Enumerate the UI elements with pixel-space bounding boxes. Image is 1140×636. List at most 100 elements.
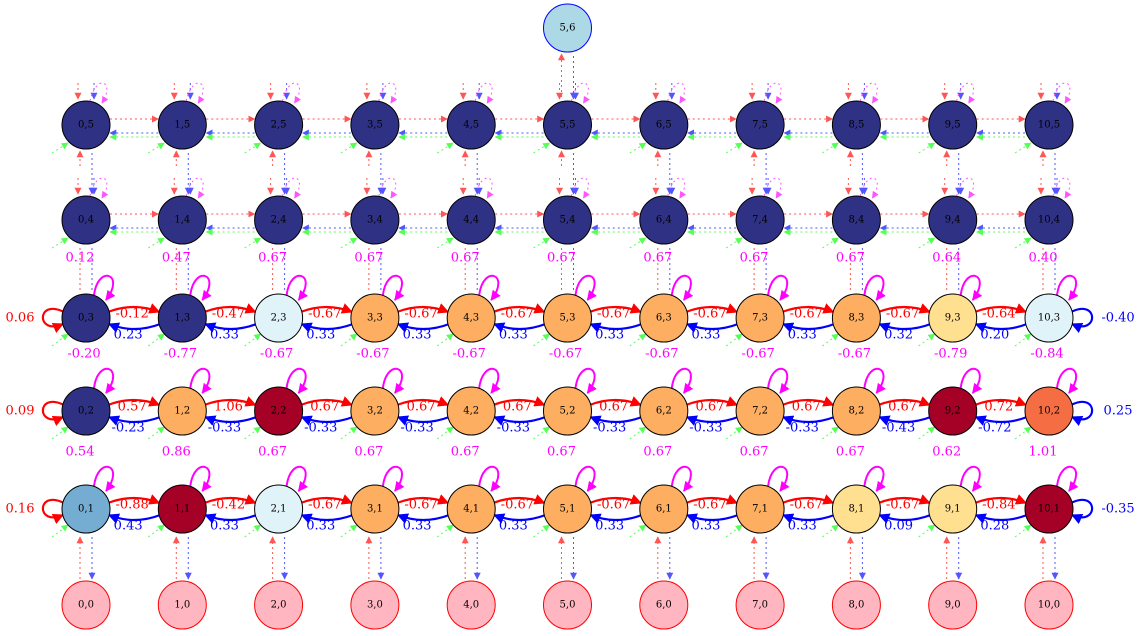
node-8-0 — [831, 580, 881, 630]
node-1-1-label: 1,1 — [174, 504, 190, 515]
node-7-1 — [735, 484, 785, 534]
self-loop-3-2 — [285, 274, 309, 301]
west-loop-weight-2: 0.09 — [6, 404, 35, 419]
node-5-0 — [543, 580, 592, 630]
edge-weight-left-1-3: 0.33 — [403, 519, 432, 534]
node-6-0-label: 6,0 — [656, 600, 672, 611]
edge-left-1-7 — [782, 513, 835, 524]
edge-right-2-6 — [685, 396, 739, 407]
dotted-edge-green-4-6 — [629, 237, 647, 249]
edge-weight-right-3-8: -0.67 — [886, 307, 919, 322]
dotted-self-loop-4-1 — [185, 177, 205, 199]
vertical-weight-upper-1-6: 0.67 — [643, 445, 672, 460]
vertical-weight-upper-1-1: 0.86 — [162, 445, 191, 460]
node-7-2-label: 7,2 — [752, 406, 768, 417]
edge-left-3-6 — [685, 322, 739, 333]
dotted-self-loop-4-9 — [956, 177, 976, 199]
node-9-3 — [928, 293, 978, 343]
node-9-0 — [928, 580, 978, 630]
node-10-5 — [1024, 100, 1074, 150]
edge-weight-left-2-8: -0.43 — [882, 421, 915, 436]
node-10-3-label: 10,3 — [1038, 313, 1060, 324]
self-loop-3-1 — [189, 274, 212, 301]
vertical-weight-upper-1-9: 0.62 — [932, 445, 961, 460]
edge-right-3-1 — [203, 303, 257, 314]
node-8-1-label: 8,1 — [848, 504, 864, 515]
node-10-4 — [1024, 195, 1074, 245]
vertical-weight-lower-3-8: -0.67 — [838, 347, 871, 362]
node-5-3 — [543, 293, 592, 343]
edge-left-2-9 — [974, 415, 1028, 426]
node-10-2-label: 10,2 — [1038, 406, 1060, 417]
node-1-0 — [157, 580, 207, 630]
node-9-3-label: 9,3 — [945, 313, 961, 324]
edge-right-1-0 — [107, 494, 161, 505]
edge-weight-left-3-2: 0.33 — [306, 328, 335, 343]
vertical-weight-upper-3-9: 0.64 — [932, 251, 961, 266]
node-8-3-label: 8,3 — [848, 313, 864, 324]
node-10-1-label: 10,1 — [1038, 504, 1060, 515]
node-0-2 — [61, 386, 111, 436]
edge-left-3-0 — [107, 322, 161, 333]
node-1-5-label: 1,5 — [174, 120, 190, 131]
edge-weight-left-3-4: 0.33 — [499, 328, 528, 343]
edge-weight-right-3-5: -0.67 — [597, 307, 630, 322]
edge-weight-right-1-2: -0.67 — [308, 498, 341, 513]
west-loop-2 — [41, 400, 65, 427]
edge-weight-left-3-0: 0.23 — [114, 328, 143, 343]
node-0-4 — [61, 195, 111, 245]
edge-weight-right-1-9: -0.84 — [982, 498, 1015, 513]
self-loop-2-8 — [863, 367, 886, 394]
node-10-1 — [1024, 484, 1074, 534]
edge-weight-right-1-6: -0.67 — [693, 498, 726, 513]
node-0-3-label: 0,3 — [78, 313, 94, 324]
stub-green-1-7 — [725, 524, 743, 538]
dotted-self-loop-4-0 — [89, 177, 109, 199]
node-4-0 — [446, 580, 496, 630]
node-5-0-label: 5,0 — [560, 600, 576, 611]
edge-left-3-2 — [300, 322, 354, 333]
edge-right-3-3 — [396, 303, 450, 314]
self-loop-3-0 — [93, 274, 116, 301]
stub-green-2-6 — [629, 426, 647, 440]
node-7-2 — [735, 386, 785, 436]
edge-weight-left-2-0: -0.23 — [111, 421, 144, 436]
edge-right-2-2 — [300, 396, 353, 407]
edge-weight-left-2-6: -0.33 — [689, 421, 722, 436]
node-7-5-label: 7,5 — [752, 120, 768, 131]
node-4-2-label: 4,2 — [463, 406, 479, 417]
edge-right-3-9 — [974, 303, 1028, 314]
dotted-edge-green-5-8 — [822, 142, 839, 154]
node-1-3 — [157, 293, 207, 343]
dotted-edge-green-5-4 — [436, 142, 454, 154]
edge-weight-left-3-7: 0.33 — [788, 328, 817, 343]
node-10-4-label: 10,4 — [1038, 215, 1060, 226]
node-4-3 — [446, 293, 496, 343]
node-4-5-label: 4,5 — [463, 120, 479, 131]
self-loop-1-3 — [381, 465, 405, 492]
node-0-0 — [61, 580, 111, 630]
edge-weight-right-1-8: -0.67 — [886, 498, 919, 513]
dotted-edge-green-4-0 — [51, 237, 69, 249]
edge-weight-right-2-2: 0.67 — [310, 400, 339, 415]
east-loop-weight-2: 0.25 — [1104, 404, 1133, 419]
node-2-3-label: 2,3 — [271, 313, 287, 324]
stub-green-1-0 — [51, 524, 69, 538]
edge-left-2-8 — [878, 415, 932, 426]
node-6-4 — [639, 195, 689, 245]
edge-left-3-3 — [396, 322, 450, 333]
node-top-label: 5,6 — [560, 23, 576, 34]
dotted-self-loop-5-3 — [378, 82, 398, 104]
edge-right-2-4 — [492, 396, 546, 407]
edge-left-2-4 — [493, 415, 546, 426]
stub-green-3-7 — [725, 333, 743, 347]
node-3-1-label: 3,1 — [367, 504, 383, 515]
node-8-1 — [831, 484, 881, 534]
vertical-weight-lower-3-0: -0.20 — [67, 347, 100, 362]
dotted-self-loop-5-8 — [859, 82, 879, 104]
dotted-edge-green-4-7 — [725, 237, 743, 249]
dotted-self-loop-4-6 — [667, 177, 687, 199]
edge-left-1-6 — [685, 513, 739, 524]
dotted-edge-green-5-1 — [148, 142, 165, 154]
edge-left-2-5 — [589, 415, 643, 426]
